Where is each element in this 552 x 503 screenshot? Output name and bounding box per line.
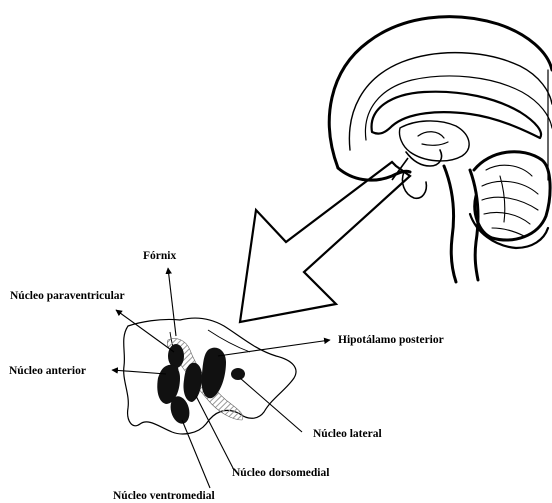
pituitary [402,172,426,198]
brainstem [444,166,478,282]
cerebellum-folia [482,165,538,236]
label-fornix: Fórnix [143,250,176,262]
ventricle-detail [418,132,448,146]
label-posterior: Hipotálamo posterior [338,334,444,346]
label-lateral: Núcleo lateral [313,428,382,440]
zoom-arrow-pointer [392,158,408,180]
thalamus [399,121,469,161]
label-paraventricular: Núcleo paraventricular [10,290,125,302]
zoom-arrow [240,158,410,322]
zoom-arrow-outline [240,162,410,322]
cingulate-gyrus [349,53,552,150]
hypothalamus-section [124,318,296,434]
cerebellum [474,152,550,240]
brain-sagittal-illustration [329,17,552,282]
label-anterior: Núcleo anterior [9,365,86,377]
label-ventromedial: Núcleo ventromedial [113,490,215,502]
label-dorsomedial: Núcleo dorsomedial [232,467,329,479]
corpus-callosum [372,92,541,138]
nucleus-paraventricular [168,344,184,368]
nucleus-lateral [231,368,245,380]
